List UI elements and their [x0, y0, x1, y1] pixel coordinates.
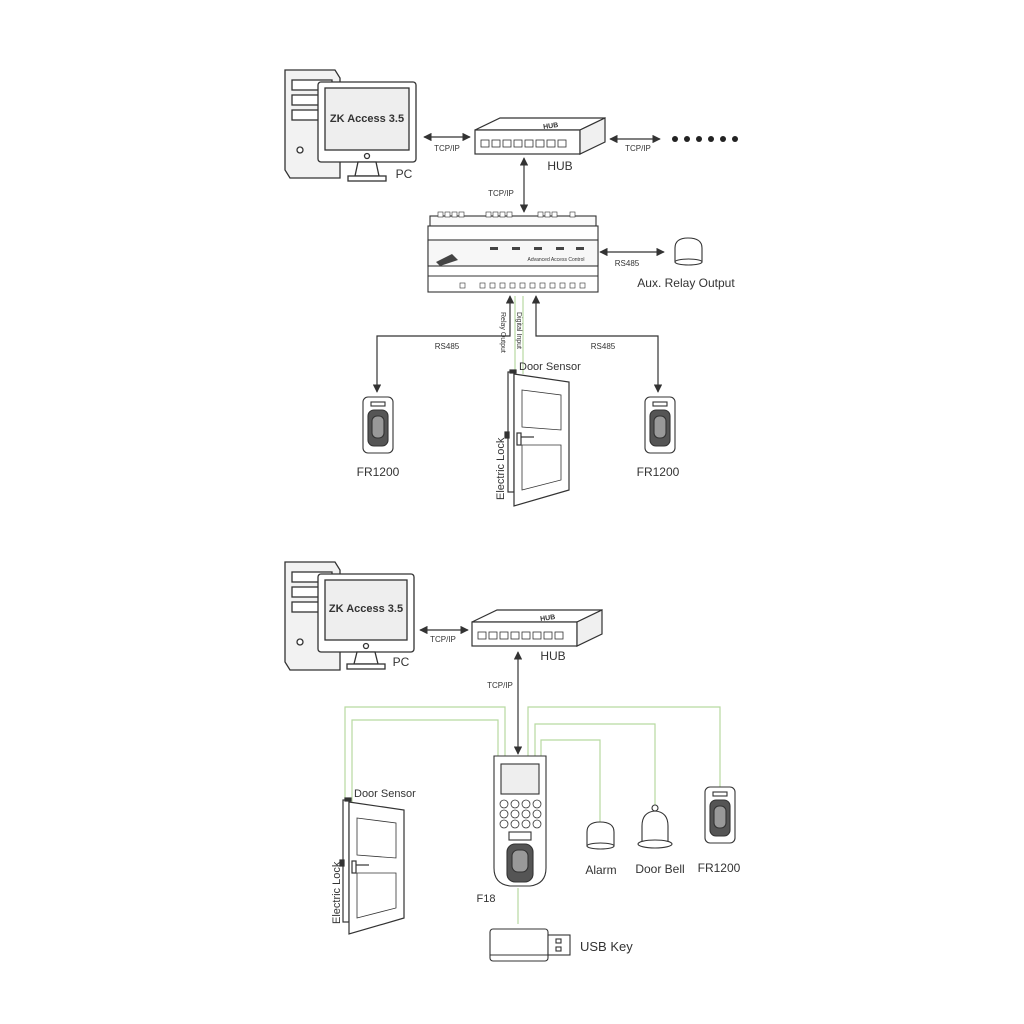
door-1-sensor-label: Door Sensor: [519, 361, 581, 373]
pc-1: [284, 69, 417, 182]
diagram-2: ZK Access 3.5 PC TCP/IP HUB HUB TCP/IP: [284, 561, 741, 962]
link-right-reader-label: RS485: [591, 342, 616, 351]
fr1200-left-label: FR1200: [357, 465, 400, 479]
fr1200-label: FR1200: [698, 861, 741, 875]
digital-input-label: Digital Input: [515, 312, 522, 349]
pc-screen-text: ZK Access 3.5: [330, 113, 404, 125]
link-left-reader-label: RS485: [435, 342, 460, 351]
controller-panel-text: Advanced Access Control: [528, 257, 585, 263]
monitor-icon: [317, 573, 415, 670]
f18-label: F18: [477, 893, 496, 905]
door-bell-label: Door Bell: [635, 862, 684, 876]
link-pc-hub-label: TCP/IP: [434, 144, 460, 153]
usb-key-label: USB Key: [580, 939, 633, 954]
hub-2-device-text: HUB: [540, 614, 556, 623]
link-hub-controller-label: TCP/IP: [488, 189, 514, 198]
hub-2-label: HUB: [540, 649, 565, 663]
aux-relay-label: Aux. Relay Output: [637, 276, 735, 290]
aux-relay-icon: [674, 237, 703, 266]
hub-2-icon: [471, 609, 603, 647]
relay-output-label: Relay Output: [499, 312, 506, 353]
door-2-sensor-label: Door Sensor: [354, 788, 416, 800]
door-2-icon: [339, 797, 405, 935]
link-hub-more-label: TCP/IP: [625, 144, 651, 153]
alarm-label: Alarm: [585, 863, 616, 877]
hub-1-label: HUB: [547, 159, 572, 173]
door-bell-icon: [637, 804, 673, 849]
pc-2-label: PC: [393, 655, 410, 669]
link-right-reader: [531, 295, 663, 393]
link-controller-aux-label: RS485: [615, 259, 640, 268]
link-pc2-hub2-label: TCP/IP: [430, 635, 456, 644]
door-1-icon: [504, 369, 570, 507]
fr1200-left-icon: [362, 396, 394, 454]
f18-terminal-icon: [493, 755, 547, 887]
access-controller-icon: [427, 211, 599, 293]
link-hub2-f18-label: TCP/IP: [487, 681, 513, 690]
usb-key-icon: [489, 928, 571, 962]
door-2-lock-label: Electric Lock: [331, 861, 343, 924]
pc-2-screen-text: ZK Access 3.5: [329, 603, 403, 615]
more-devices-ellipsis-icon: [672, 136, 738, 142]
alarm-icon: [586, 821, 615, 850]
monitor-icon: [317, 81, 417, 182]
diagram-1: ZK Access 3.5 PC TCP/IP HUB HUB TCP/IP: [284, 69, 738, 507]
hub-1-device-text: HUB: [543, 122, 559, 131]
f18-wiring: [344, 706, 721, 924]
pc-label: PC: [396, 167, 413, 181]
hub-1-icon: [474, 117, 606, 155]
fr1200-icon: [704, 786, 736, 844]
door-1-lock-label: Electric Lock: [495, 437, 507, 500]
fr1200-right-label: FR1200: [637, 465, 680, 479]
link-left-reader: [372, 295, 515, 393]
fr1200-right-icon: [644, 396, 676, 454]
pc-2: [284, 561, 415, 671]
